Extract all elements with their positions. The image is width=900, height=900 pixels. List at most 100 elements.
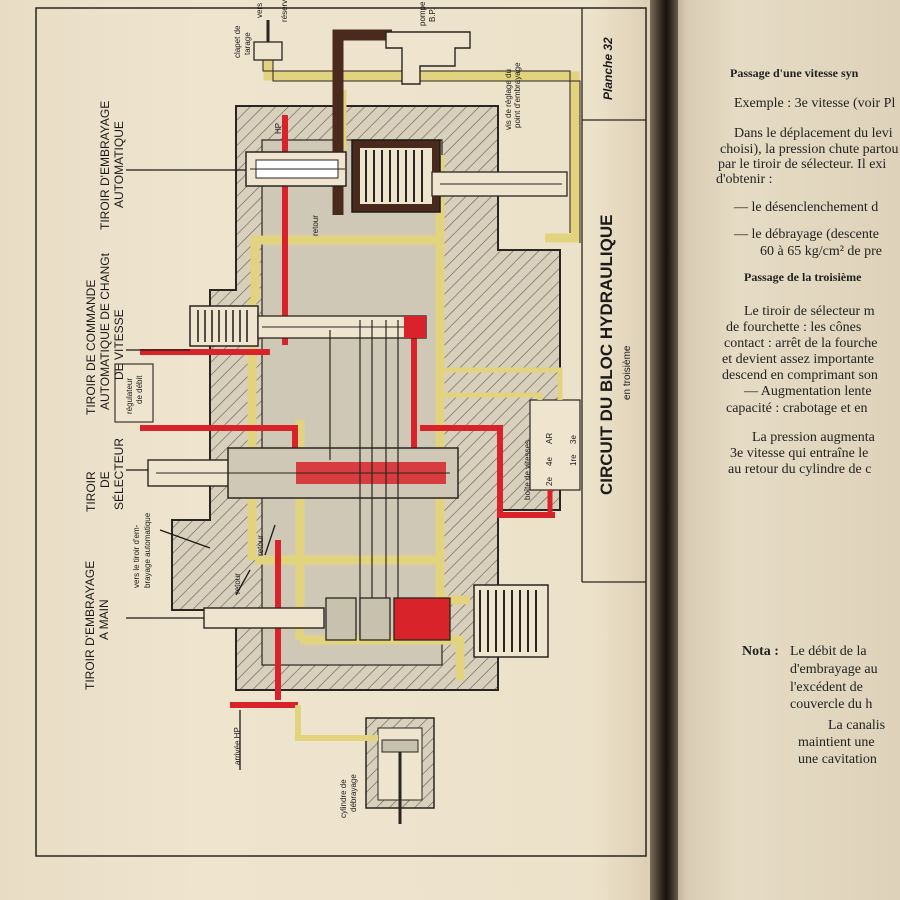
svg-text:TIROIR D'EMBRAYAGE: TIROIR D'EMBRAYAGE <box>98 101 112 230</box>
plate-number: Planche 32 <box>601 37 615 100</box>
plate-title: CIRCUIT DU BLOC HYDRAULIQUE <box>597 215 616 496</box>
gear-1: 1re <box>569 454 578 466</box>
svg-text:DE VITESSE: DE VITESSE <box>112 309 126 380</box>
svg-text:boîte de vitesses: boîte de vitesses <box>523 440 532 500</box>
svg-text:tarage: tarage <box>243 32 252 55</box>
svg-text:vis de réglage du: vis de réglage du <box>504 69 513 130</box>
label-main-1: TIROIR D'EMBRAYAGE <box>83 561 97 690</box>
svg-text:TIROIR D'EMBRAYAGE: TIROIR D'EMBRAYAGE <box>83 561 97 690</box>
label-clapet-1: clapet de <box>233 25 242 58</box>
svg-text:AUTOMATIQUE DE CHANGt: AUTOMATIQUE DE CHANGt <box>98 252 112 410</box>
svg-text:régulateur: régulateur <box>125 378 134 414</box>
nota-2: d'embrayage au <box>790 662 878 677</box>
label-vis-1: vis de réglage du <box>504 69 513 130</box>
label-vers-tiroir-2: brayage automatique <box>143 512 152 588</box>
gear-3: 3e <box>569 435 578 444</box>
label-regulateur-2: de débit <box>135 375 144 404</box>
gearbox <box>529 399 581 491</box>
line-15: La pression augmenta <box>752 430 875 445</box>
line-5: — le désenclenchement d <box>734 200 879 215</box>
svg-text:TIROIR: TIROIR <box>84 471 98 512</box>
plate-frame <box>35 7 647 857</box>
svg-text:B.P.: B.P. <box>428 8 437 22</box>
line-11: et devient assez importante <box>722 352 874 367</box>
svg-text:arrivée HP: arrivée HP <box>233 727 242 765</box>
svg-text:brayage automatique: brayage automatique <box>143 512 152 588</box>
svg-text:en troisième: en troisième <box>622 345 633 400</box>
line-4: d'obtenir : <box>716 172 773 187</box>
nota-label: Nota : <box>742 644 779 659</box>
svg-text:retour: retour <box>311 215 320 236</box>
plate-subtitle: en troisième <box>622 345 633 400</box>
label-selecteur-3: SÉLECTEUR <box>111 438 126 510</box>
label-tiroir-auto-2: AUTOMATIQUE <box>112 121 126 208</box>
nota-3: l'excédent de <box>790 680 863 695</box>
label-commande-1: TIROIR DE COMMANDE <box>84 280 98 415</box>
svg-text:retour: retour <box>256 535 265 556</box>
svg-text:2e: 2e <box>545 477 554 486</box>
label-boite: boîte de vitesses <box>523 440 532 500</box>
line-3: par le tiroir de sélecteur. Il exi <box>718 157 887 172</box>
label-hp: HP <box>274 123 283 134</box>
svg-text:point d'embrayage: point d'embrayage <box>513 62 522 128</box>
nota-4: couvercle du h <box>790 697 873 712</box>
line-2: choisi), la pression chute partou <box>720 142 899 157</box>
svg-text:TIROIR DE COMMANDE: TIROIR DE COMMANDE <box>84 280 98 415</box>
svg-text:3e: 3e <box>569 435 578 444</box>
nota-7: une cavitation <box>798 752 877 767</box>
label-vis-2: point d'embrayage <box>513 62 522 128</box>
gear-4: 4e <box>545 457 554 466</box>
line-9: de fourchette : les cônes <box>726 320 862 335</box>
svg-text:cylindre de: cylindre de <box>339 779 348 818</box>
svg-text:4e: 4e <box>545 457 554 466</box>
svg-text:HP: HP <box>274 123 283 134</box>
label-clapet-2: tarage <box>243 32 252 55</box>
gear-ar: AR <box>545 433 554 444</box>
svg-text:de débit: de débit <box>135 375 144 404</box>
label-cylindre-2: débrayage <box>349 774 358 812</box>
label-pompe-1: pompe <box>418 1 427 26</box>
clapet-tarage <box>253 41 283 61</box>
label-retour-1: retour <box>311 215 320 236</box>
line-12: descend en comprimant son <box>722 368 878 383</box>
line-13: — Augmentation lente <box>744 384 872 399</box>
label-arrivee-hp: arrivée HP <box>233 727 242 765</box>
heading-troisieme: Passage de la troisième <box>744 270 862 284</box>
label-commande-3: DE VITESSE <box>112 309 126 380</box>
svg-text:1re: 1re <box>569 454 578 466</box>
svg-text:pompe: pompe <box>418 1 427 26</box>
nota-5: La canalis <box>828 718 886 733</box>
line-exemple: Exemple : 3e vitesse (voir Pl <box>734 96 896 111</box>
svg-text:clapet de: clapet de <box>233 25 242 58</box>
label-commande-2: AUTOMATIQUE DE CHANGt <box>98 252 112 410</box>
svg-text:A MAIN: A MAIN <box>97 599 111 640</box>
line-14: capacité : crabotage et en <box>726 401 868 416</box>
svg-text:DE: DE <box>98 471 112 488</box>
svg-text:Planche 32: Planche 32 <box>601 37 615 100</box>
svg-text:réserv.: réserv. <box>280 0 289 22</box>
label-vers-2: réserv. <box>280 0 289 22</box>
label-selecteur-1: TIROIR <box>84 471 98 512</box>
label-vers-tiroir-1: vers le tiroir d'em- <box>132 524 141 588</box>
right-page-text: Passage d'une vitesse syn Exemple : 3e v… <box>668 0 900 900</box>
line-7: 60 à 65 kg/cm² de pre <box>760 244 882 259</box>
svg-text:vers: vers <box>255 3 264 18</box>
line-1: Dans le déplacement du levi <box>734 126 893 141</box>
pump-bp <box>385 31 471 85</box>
line-17: au retour du cylindre de c <box>728 462 872 477</box>
gear-2: 2e <box>545 477 554 486</box>
label-vers-1: vers <box>255 3 264 18</box>
svg-text:AR: AR <box>545 433 554 444</box>
svg-text:vers le tiroir d'em-: vers le tiroir d'em- <box>132 524 141 588</box>
label-selecteur-2: DE <box>98 471 112 488</box>
svg-text:retour: retour <box>233 573 242 594</box>
line-16: 3e vitesse qui entraîne le <box>730 446 869 461</box>
heading-passage-vitesse: Passage d'une vitesse syn <box>730 66 859 80</box>
nota-6: maintient une <box>798 735 875 750</box>
label-pompe-2: B.P. <box>428 8 437 22</box>
line-8: Le tiroir de sélecteur m <box>744 304 875 319</box>
line-6: — le débrayage (descente <box>734 227 879 242</box>
right-page <box>668 0 900 900</box>
line-10: contact : arrêt de la fourche <box>724 336 878 351</box>
